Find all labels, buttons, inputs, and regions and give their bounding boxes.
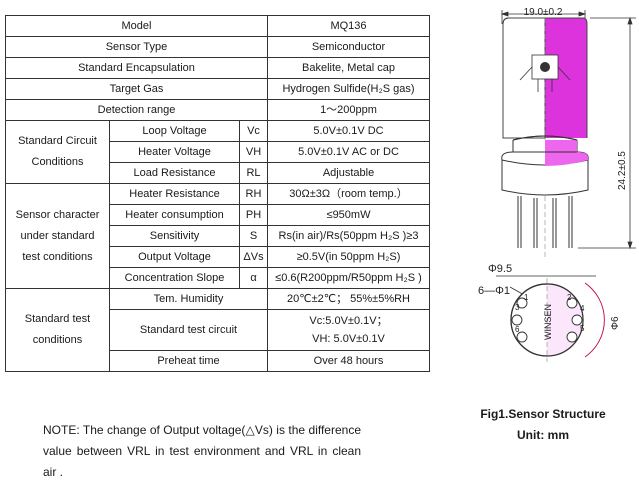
row-load-resistance: Load Resistance RL Adjustable	[6, 162, 430, 184]
note-text: NOTE: The change of Output voltage(△Vs) …	[43, 423, 361, 479]
pcd-dimension	[584, 282, 605, 358]
pin-label-5: 5	[580, 324, 585, 333]
brand-label: WINSEN	[543, 304, 553, 340]
load-resistance-value: Adjustable	[267, 162, 430, 184]
pin-dia-label: 6—Φ1	[478, 285, 510, 297]
pin-label-6: 6	[515, 325, 520, 334]
row-test-circuit: Standard test circuit Vc:5.0V±0.1V；VH: 5…	[6, 309, 430, 351]
preheat-value: Over 48 hours	[267, 350, 430, 372]
row-heater-consumption: Heater consumption PH ≤950mW	[6, 204, 430, 226]
base-dia-label: Φ9.5	[488, 263, 512, 275]
figure-unit: Unit: mm	[517, 428, 569, 442]
pin-label-2: 2	[567, 293, 572, 302]
sensor-base	[501, 135, 589, 196]
height-dim-label: 24.2±0.5	[617, 151, 628, 190]
preheat-label: Preheat time	[109, 350, 268, 372]
height-dimension	[578, 16, 636, 250]
spec-table: Model MQ136 Sensor Type Semiconductor St…	[5, 15, 430, 372]
loop-voltage-label: Loop Voltage	[109, 120, 240, 142]
row-heater-voltage: Heater Voltage VH 5.0V±0.1V AC or DC	[6, 141, 430, 163]
heater-voltage-value: 5.0V±0.1V AC or DC	[267, 141, 430, 163]
heater-voltage-label: Heater Voltage	[109, 141, 240, 163]
sensor-pins	[517, 196, 573, 258]
encapsulation-label: Standard Encapsulation	[5, 57, 268, 79]
heater-consumption-label: Heater consumption	[109, 204, 240, 226]
row-encapsulation: Standard Encapsulation Bakelite, Metal c…	[5, 57, 430, 79]
pcd-dim-label: Φ6	[610, 316, 621, 330]
tem-humidity-label: Tem. Humidity	[109, 288, 268, 310]
bottom-view: 1 2 3 4 5 6 WINSEN	[510, 278, 585, 362]
pin-label-4: 4	[580, 304, 585, 313]
concentration-slope-label: Concentration Slope	[109, 267, 240, 289]
sensor-cap	[502, 17, 588, 140]
figure-caption: Fig1.Sensor Structure Unit: mm	[468, 404, 618, 446]
row-preheat: Preheat time Over 48 hours	[6, 350, 430, 372]
pin-label-1: 1	[524, 293, 529, 302]
row-detection-range: Detection range 1～200ppm	[5, 99, 430, 121]
figure-title: Fig1.Sensor Structure	[480, 407, 606, 421]
pin-label-3: 3	[515, 303, 520, 312]
width-dim-label: 19.0±0.2	[524, 7, 563, 18]
